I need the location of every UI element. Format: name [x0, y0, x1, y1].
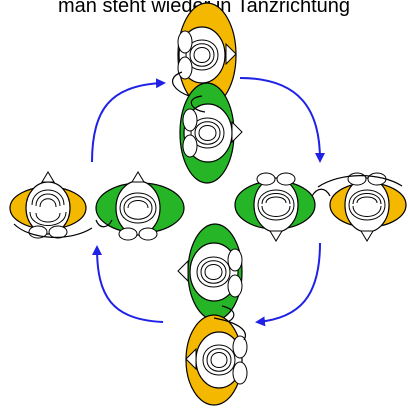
dancer-bottom-yellow — [185, 314, 248, 406]
arrow-bottom-right — [255, 242, 321, 327]
dancer-bottom-green — [177, 223, 243, 325]
dancer-right-yellow — [317, 172, 407, 242]
dancer-left-green — [95, 171, 185, 241]
dancer-right-green — [234, 172, 331, 242]
arrow-top-left — [91, 78, 166, 163]
dancer-top-yellow — [172, 2, 237, 108]
dancer-top-green — [179, 82, 243, 184]
dancer-left-yellow — [9, 171, 93, 239]
arrow-top-right — [239, 77, 325, 163]
arrow-bottom-left — [92, 245, 164, 323]
